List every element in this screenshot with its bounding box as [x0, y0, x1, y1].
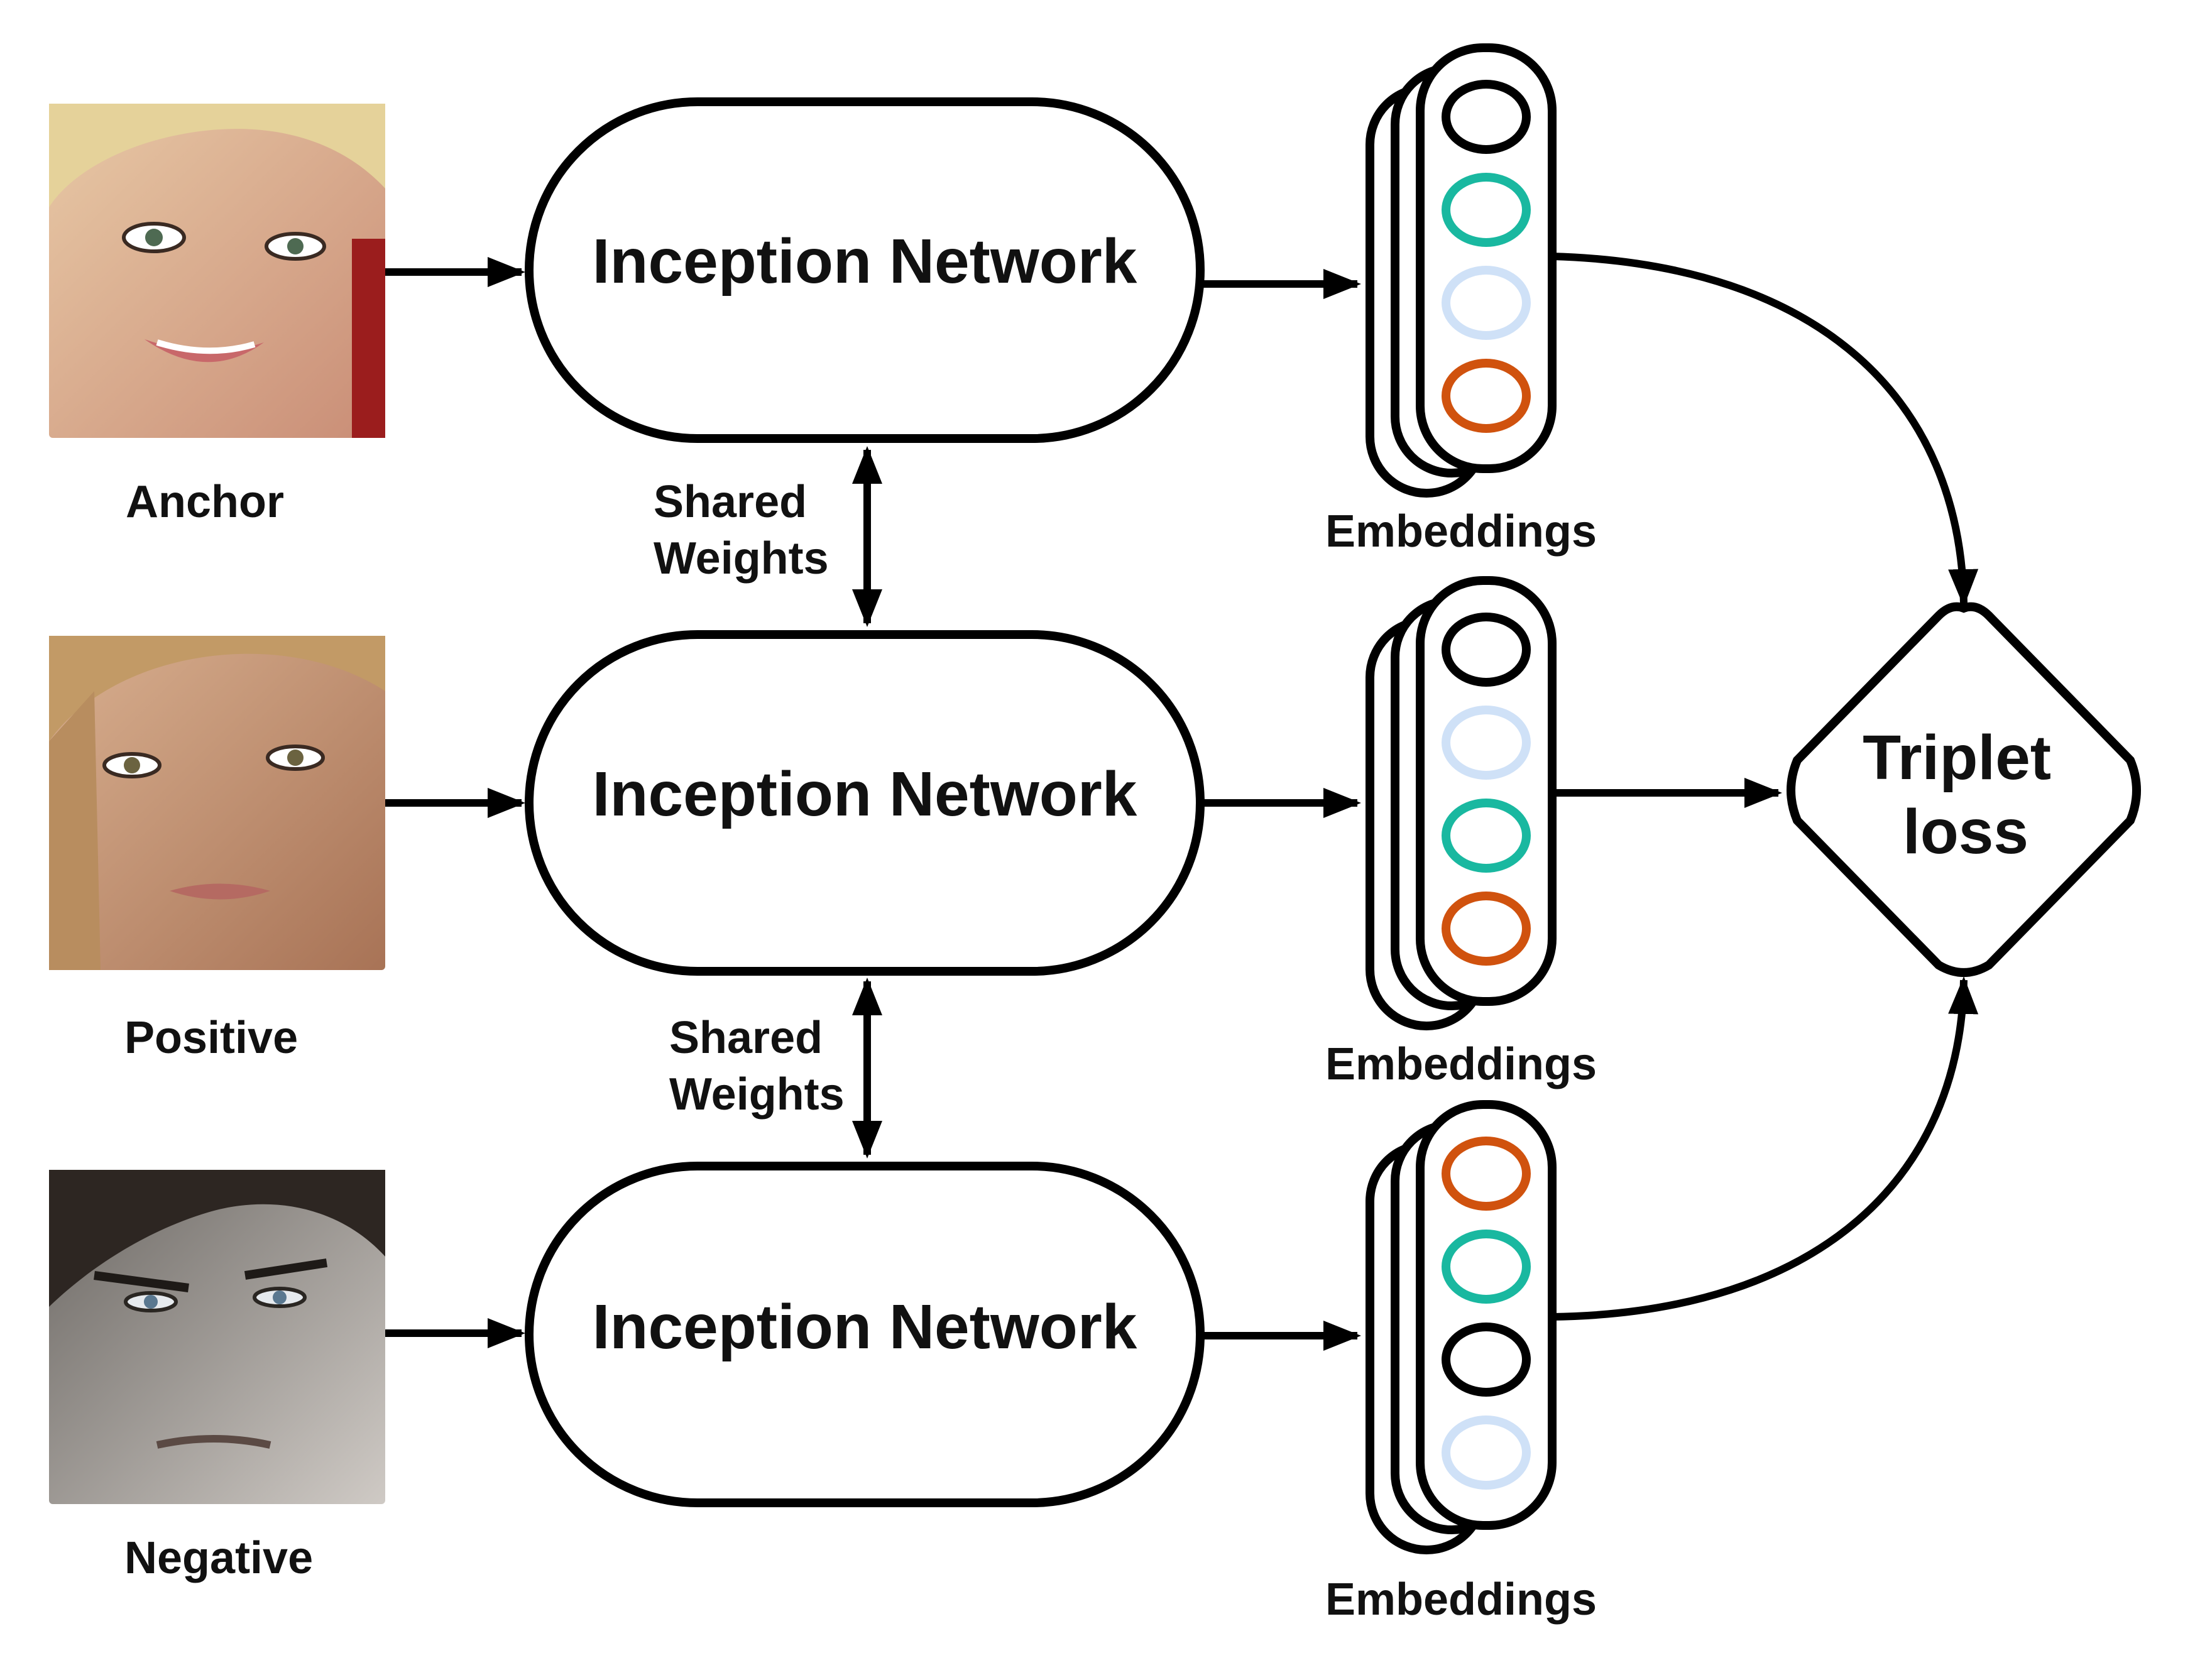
- shared-weights-label-bottom: Shared Weights: [669, 1013, 845, 1120]
- embedding-unit-circle: [1442, 266, 1531, 340]
- embedding-unit-circle: [1442, 613, 1531, 687]
- embedding-unit-circle: [1442, 1230, 1531, 1304]
- inception-network-label: Inception Network: [593, 1292, 1137, 1362]
- negative-embedding-to-loss-arrow: [1552, 976, 1979, 1321]
- embedding-unit-circle: [1442, 80, 1531, 154]
- embedding-unit-circle: [1442, 1137, 1531, 1211]
- inception-network-positive: Inception Network: [525, 630, 1205, 976]
- embedding-unit-circle: [1442, 359, 1531, 433]
- positive-face-image: [49, 636, 385, 970]
- negative-label: Negative: [124, 1533, 313, 1583]
- anchor-face-image: [49, 104, 385, 438]
- triplet-loss-node: Triplet loss: [1787, 602, 2141, 977]
- negative-face-image: [49, 1170, 385, 1504]
- triplet-loss-label: Triplet loss: [1863, 723, 2069, 867]
- embedding-unit-circle: [1442, 1415, 1531, 1490]
- embedding-unit-circle: [1442, 706, 1531, 780]
- positive-label: Positive: [124, 1013, 298, 1063]
- embedding-unit-circle: [1442, 892, 1531, 966]
- embeddings-label-negative: Embeddings: [1325, 1574, 1597, 1625]
- anchor-label: Anchor: [126, 477, 284, 527]
- embeddings-label-anchor: Embeddings: [1325, 506, 1597, 557]
- embedding-stack-negative: [1366, 1100, 1557, 1554]
- embeddings-label-positive: Embeddings: [1325, 1039, 1597, 1089]
- embedding-unit-circle: [1442, 1323, 1531, 1397]
- inception-network-anchor: Inception Network: [525, 97, 1205, 443]
- shared-weights-label-top: Shared Weights: [654, 477, 829, 584]
- embedding-unit-circle: [1442, 799, 1531, 873]
- embedding-stack-positive: [1366, 576, 1557, 1030]
- embedding-unit-circle: [1442, 173, 1531, 247]
- inception-network-negative: Inception Network: [525, 1162, 1205, 1507]
- inception-network-label: Inception Network: [593, 759, 1137, 829]
- embedding-stack-anchor: [1366, 43, 1557, 498]
- inception-network-label: Inception Network: [593, 226, 1137, 297]
- anchor-embedding-to-loss-arrow: [1552, 253, 1979, 607]
